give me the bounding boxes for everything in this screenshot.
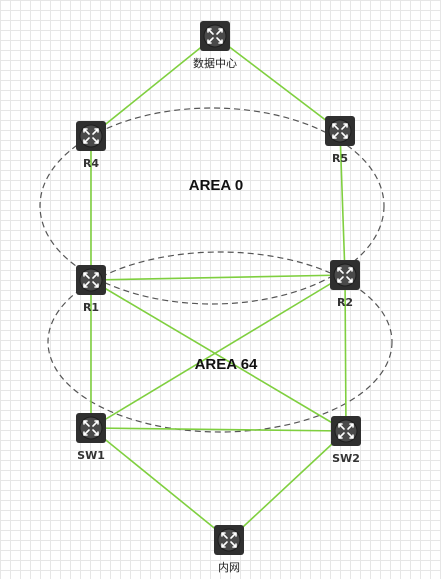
node-dc[interactable]: 数据中心 [193, 21, 237, 70]
node-lan[interactable]: 内网 [214, 525, 244, 574]
router-icon [76, 265, 106, 295]
node-r5[interactable]: R5 [325, 116, 355, 165]
node-label-r4: R4 [83, 157, 99, 170]
link-sw2-lan [228, 430, 347, 541]
link-sw1-sw2 [90, 427, 347, 432]
links-layer [90, 35, 347, 541]
area-64-boundary [47, 251, 393, 433]
node-r4[interactable]: R4 [76, 121, 106, 170]
link-r5-r2 [339, 130, 346, 276]
switch-icon [331, 416, 361, 446]
router-icon [330, 260, 360, 290]
router-icon [200, 21, 230, 51]
node-label-r1: R1 [83, 301, 99, 314]
area-labels: AREA 0 AREA 64 [189, 177, 258, 373]
link-r2-sw2 [344, 274, 347, 432]
node-sw2[interactable]: SW2 [331, 416, 361, 465]
node-label-sw2: SW2 [332, 452, 360, 465]
link-r1-r2 [90, 274, 346, 281]
node-label-dc: 数据中心 [193, 56, 237, 70]
router-icon [214, 525, 244, 555]
link-r1-sw2 [90, 279, 347, 432]
link-dc-r5 [214, 35, 341, 132]
node-label-lan: 内网 [218, 560, 240, 574]
link-dc-r4 [90, 35, 216, 137]
node-r2[interactable]: R2 [330, 260, 360, 309]
router-icon [76, 121, 106, 151]
link-r2-sw1 [90, 274, 346, 429]
area-0-boundary [39, 107, 385, 305]
node-label-r5: R5 [332, 152, 348, 165]
area-boundaries [39, 107, 393, 433]
link-sw1-lan [90, 427, 230, 541]
node-sw1[interactable]: SW1 [76, 413, 106, 462]
switch-icon [76, 413, 106, 443]
node-r1[interactable]: R1 [76, 265, 106, 314]
node-label-sw1: SW1 [77, 449, 105, 462]
area-0-label: AREA 0 [189, 177, 243, 194]
router-icon [325, 116, 355, 146]
node-label-r2: R2 [337, 296, 353, 309]
area-64-label: AREA 64 [195, 356, 258, 373]
